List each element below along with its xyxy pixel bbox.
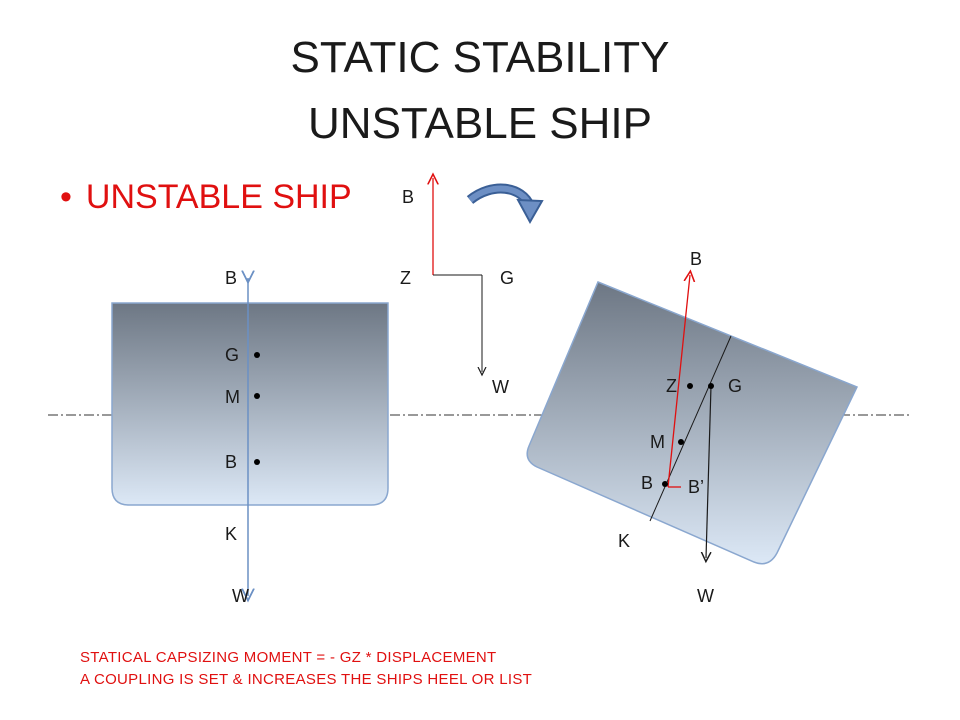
right-point-M (678, 439, 684, 445)
right-label-M: M (650, 432, 665, 452)
right-label-B-top: B (690, 249, 703, 269)
left-point-B (254, 459, 260, 465)
right-hull (526, 281, 859, 565)
note-line-2: A COUPLING IS SET & INCREASES THE SHIPS … (80, 671, 533, 688)
right-label-K: K (618, 531, 631, 551)
rotation-arrowhead-icon (516, 198, 544, 225)
right-point-Z (687, 383, 693, 389)
right-centreline (649, 335, 732, 522)
left-point-G (254, 352, 260, 358)
title-line-2: UNSTABLE SHIP (308, 99, 652, 148)
right-label-Z: Z (666, 376, 677, 396)
left-label-B: B (225, 452, 238, 472)
right-buoyancy-line (667, 275, 690, 488)
left-label-K: K (225, 524, 238, 544)
note-line-1: STATICAL CAPSIZING MOMENT = - GZ * DISPL… (80, 649, 497, 666)
couple-label-B: B (402, 187, 415, 207)
right-label-B: B (641, 473, 654, 493)
left-label-M: M (225, 387, 240, 407)
couple-label-W: W (492, 377, 509, 397)
title-line-1: STATIC STABILITY (290, 33, 670, 82)
right-label-W: W (697, 586, 714, 606)
couple-label-G: G (500, 268, 515, 288)
left-hull (111, 302, 389, 506)
couple-label-Z: Z (400, 268, 411, 288)
left-point-M (254, 393, 260, 399)
left-label-W: W (232, 586, 249, 606)
right-weight-line (706, 385, 711, 558)
right-point-B (662, 481, 668, 487)
right-label-G: G (728, 376, 743, 396)
bullet-item: • UNSTABLE SHIP (60, 178, 352, 217)
left-label-G: G (225, 345, 240, 365)
right-label-B-prime: B’ (688, 477, 705, 497)
bullet-dot-icon: • (60, 178, 72, 216)
right-point-G (708, 383, 714, 389)
left-label-B-top: B (225, 268, 238, 288)
bullet-text: UNSTABLE SHIP (85, 178, 352, 216)
